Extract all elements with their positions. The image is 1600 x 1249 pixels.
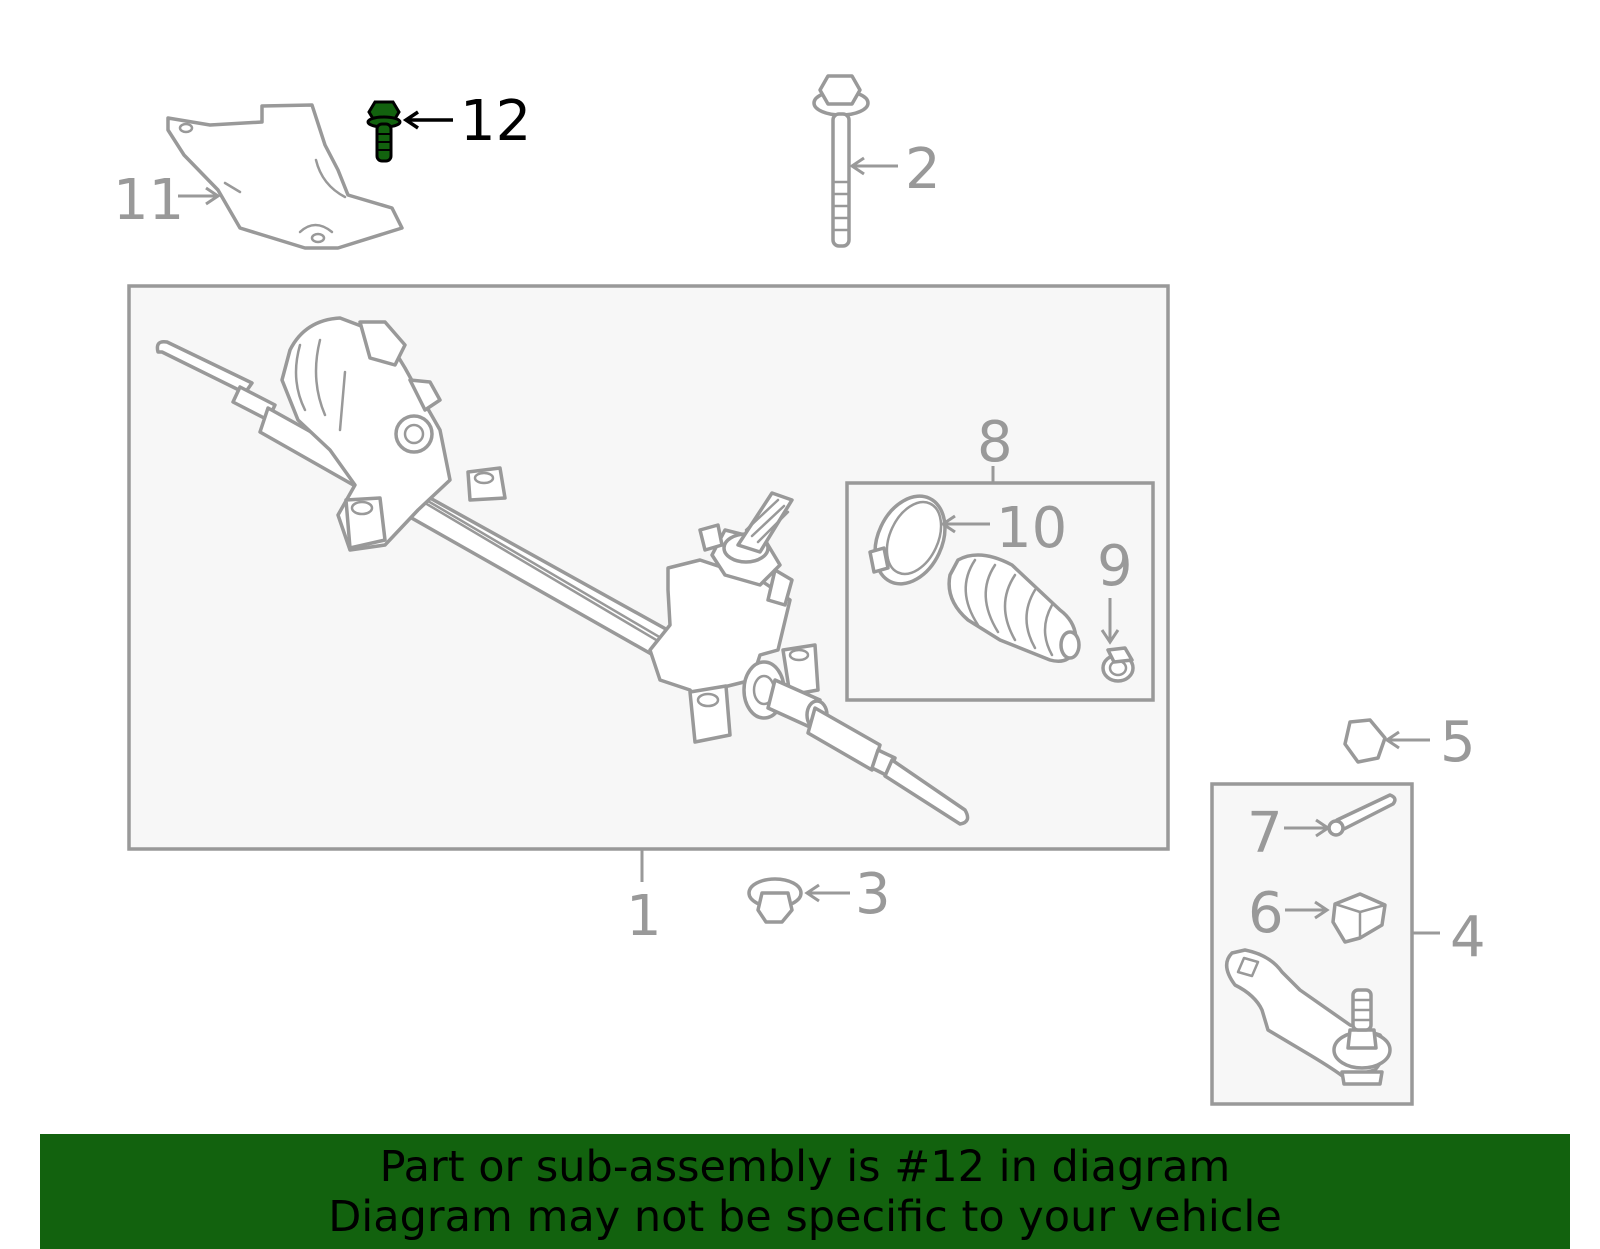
part-6-castle-nut[interactable] bbox=[1331, 892, 1387, 944]
callout-12: 12 bbox=[460, 89, 531, 154]
part-5-nut[interactable] bbox=[1343, 718, 1387, 764]
part-2-bolt[interactable] bbox=[812, 74, 870, 248]
arrowhead-9 bbox=[1100, 629, 1120, 645]
banner-line-1: Part or sub-assembly is #12 in diagram bbox=[379, 1142, 1231, 1192]
part-1-rack-and-pinion[interactable] bbox=[155, 316, 970, 826]
arrowhead-7 bbox=[1315, 818, 1331, 838]
callout-6: 6 bbox=[1248, 881, 1284, 946]
part-10-clamp[interactable] bbox=[862, 485, 959, 595]
callout-1: 1 bbox=[626, 884, 662, 949]
callout-9: 9 bbox=[1097, 534, 1133, 599]
arrowhead-5 bbox=[1384, 730, 1400, 750]
bellows-boot[interactable] bbox=[947, 553, 1081, 663]
banner-line-2: Diagram may not be specific to your vehi… bbox=[328, 1192, 1282, 1242]
part-12-bolt[interactable] bbox=[366, 100, 402, 163]
callout-11: 11 bbox=[113, 168, 184, 233]
arrowhead-3 bbox=[804, 883, 820, 903]
part-9-small-clamp[interactable] bbox=[1101, 646, 1135, 683]
arrowhead-12 bbox=[402, 110, 419, 130]
arrowhead-11 bbox=[205, 186, 221, 206]
tie-rod-end[interactable] bbox=[1225, 948, 1392, 1086]
arrowhead-2 bbox=[849, 156, 865, 176]
callout-2: 2 bbox=[905, 137, 941, 202]
callout-3: 3 bbox=[855, 862, 891, 927]
part-3-nut[interactable] bbox=[747, 877, 803, 924]
callout-5: 5 bbox=[1440, 710, 1476, 775]
callout-8: 8 bbox=[977, 410, 1013, 475]
arrowhead-10 bbox=[940, 514, 956, 534]
part-11-heat-shield[interactable] bbox=[166, 103, 404, 250]
callout-7: 7 bbox=[1247, 801, 1283, 866]
info-banner: Part or sub-assembly is #12 in diagram D… bbox=[40, 1134, 1570, 1249]
callout-10: 10 bbox=[996, 496, 1067, 561]
callout-4: 4 bbox=[1450, 905, 1486, 970]
arrowhead-6 bbox=[1314, 900, 1330, 920]
